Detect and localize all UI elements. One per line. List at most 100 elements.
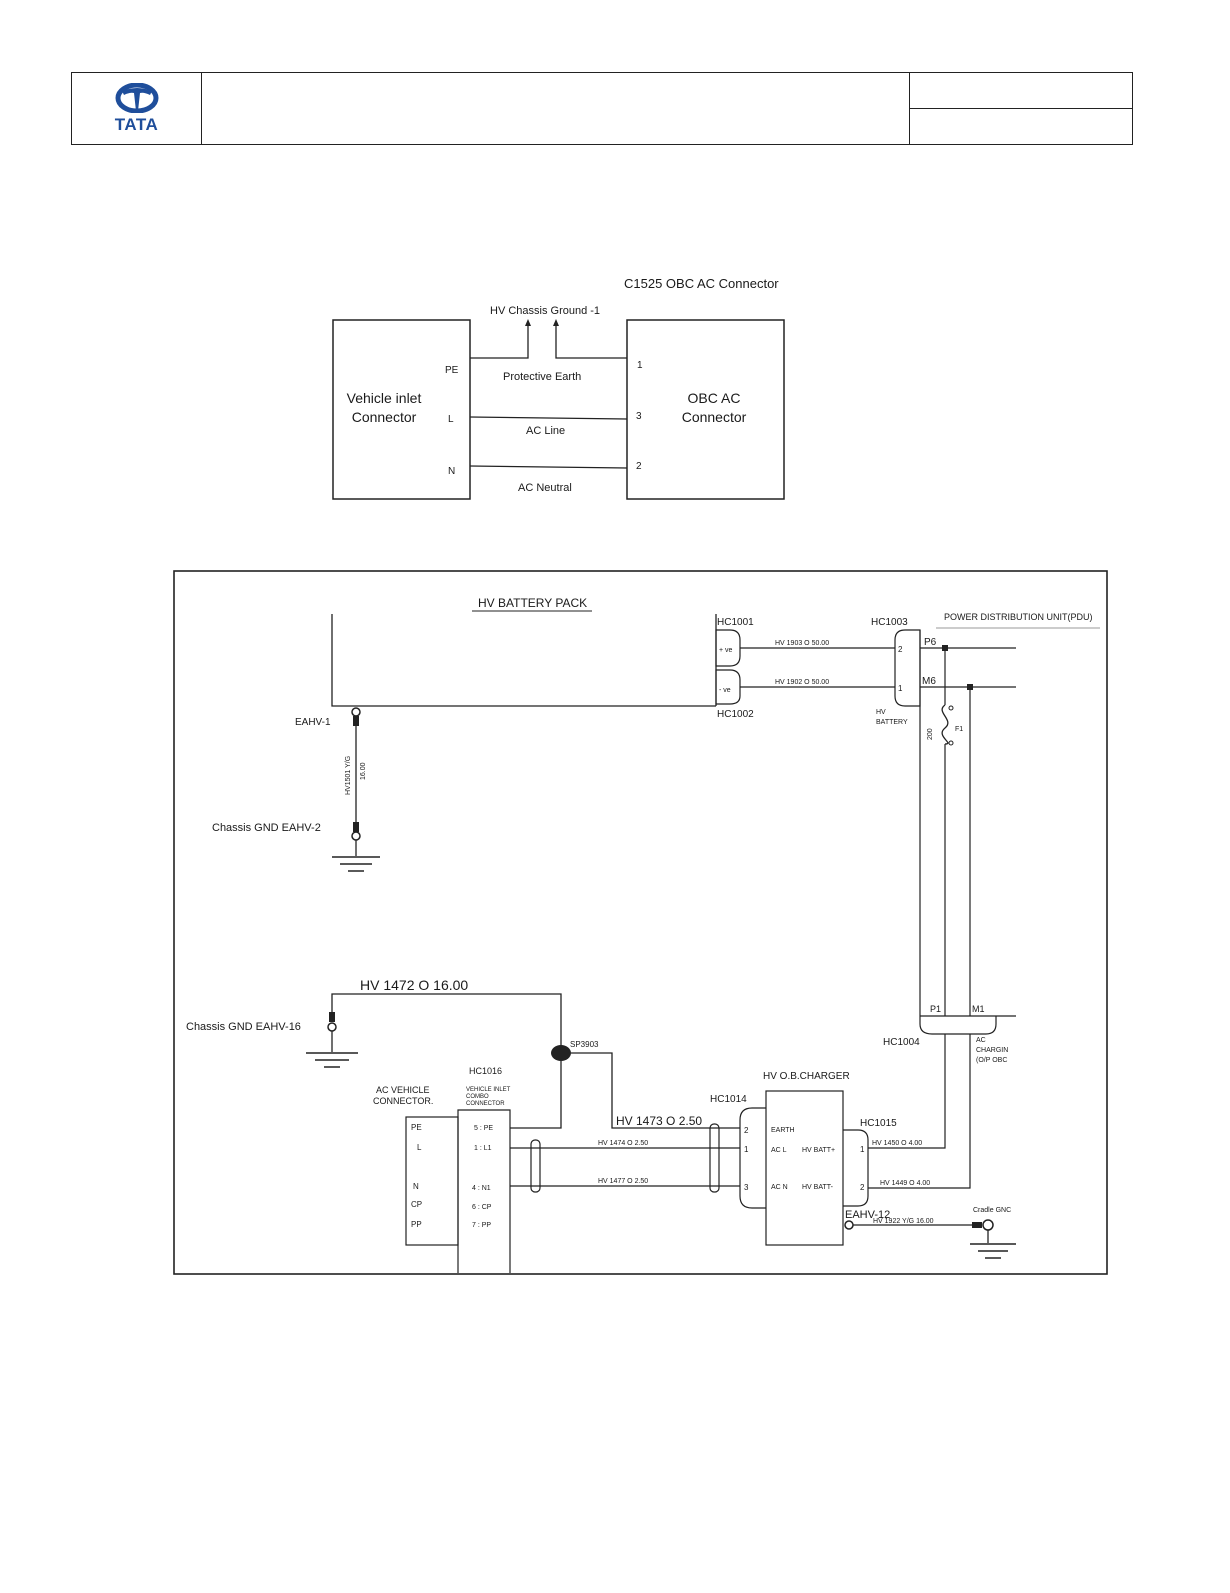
wire-1903-label: HV 1903 O 50.00 <box>775 640 829 647</box>
eahv12-label: EAHV-12 <box>845 1209 890 1221</box>
wire-1449-label: HV 1449 O 4.00 <box>880 1180 930 1187</box>
eahv1-lug <box>353 716 359 726</box>
ac-charging-2: CHARGIN <box>976 1047 1008 1054</box>
left-box-line-1: Vehicle inlet <box>347 390 422 406</box>
left-box-line-2: Connector <box>352 409 417 425</box>
inlet-pin-pe: 5 : PE <box>474 1125 493 1132</box>
hc1014-pin-2: 2 <box>744 1126 749 1135</box>
inlet-combo-2: COMBO <box>466 1094 489 1100</box>
hc1003-pin-2: 2 <box>898 645 903 654</box>
cradle-lug <box>972 1222 982 1228</box>
battery-pack-outline <box>331 614 716 707</box>
eahv1-label: EAHV-1 <box>295 717 331 728</box>
m6-label: M6 <box>922 676 936 687</box>
hc1004-label: HC1004 <box>883 1037 920 1048</box>
obc-ac-n: AC N <box>771 1184 788 1191</box>
header-side-top <box>910 73 1132 109</box>
ground-wire-size: 16.00 <box>360 762 367 780</box>
pe-wire-right <box>555 322 627 359</box>
header-table: TATA <box>71 72 1133 145</box>
hc1014-label: HC1014 <box>710 1094 747 1105</box>
right-pin-3: 3 <box>636 411 642 422</box>
left-pin-l: L <box>448 414 454 425</box>
right-pin-2: 2 <box>636 461 642 472</box>
inlet-combo-1: VEHICLE INLET <box>466 1087 511 1093</box>
right-pin-1: 1 <box>637 360 643 371</box>
block-title: C1525 OBC AC Connector <box>624 276 779 291</box>
right-box-line-2: Connector <box>682 409 747 425</box>
wire-1902-label: HV 1902 O 50.00 <box>775 679 829 686</box>
battery-pack-title: HV BATTERY PACK <box>478 596 587 610</box>
pe-branch <box>510 1061 562 1129</box>
chassis-gnd-2-label: Chassis GND EAHV-2 <box>212 822 321 834</box>
hc1003-connector <box>894 629 921 707</box>
obc-box <box>765 1090 844 1246</box>
pe-wire-left <box>470 322 529 359</box>
hc1014-connector <box>739 1107 766 1209</box>
eahv2-terminal-icon <box>351 831 361 841</box>
obc-label: HV O.B.CHARGER <box>763 1071 850 1082</box>
wire-1477-label: HV 1477 O 2.50 <box>598 1178 648 1185</box>
vehicle-inlet-box <box>332 319 471 500</box>
hc1015-pin-1: 1 <box>860 1145 865 1154</box>
wire-1473-label: HV 1473 O 2.50 <box>616 1114 702 1128</box>
connector-block-diagram: C1525 OBC AC Connector HV Chassis Ground… <box>332 276 785 500</box>
wire-1474-label: HV 1474 O 2.50 <box>598 1140 648 1147</box>
ac-pin-pe: PE <box>411 1123 422 1132</box>
tata-logo-icon <box>115 82 158 113</box>
hv-battery-label-1: HV <box>876 709 886 716</box>
ac-line-wire <box>469 416 628 420</box>
hc1015-connector <box>843 1129 869 1207</box>
obc-ac-l: AC L <box>771 1147 787 1154</box>
inlet-pin-pp: 7 : PP <box>472 1222 491 1229</box>
hc1014-pin-3: 3 <box>744 1183 749 1192</box>
ac-vehicle-connector-1: AC VEHICLE <box>376 1085 430 1095</box>
cradle-gnd-label: Cradle GNC <box>973 1207 1011 1214</box>
ground-wire-label: HV1501 Y/G <box>345 756 352 795</box>
p1-label: P1 <box>930 1004 941 1014</box>
hc1002-label: HC1002 <box>717 709 754 720</box>
ac-pin-cp: CP <box>411 1200 422 1209</box>
eahv12-terminal-icon <box>844 1220 854 1230</box>
wire-1450-label: HV 1450 O 4.00 <box>872 1140 922 1147</box>
fuse-rating: 200 <box>927 728 934 740</box>
wire-1450 <box>868 1034 946 1149</box>
hc1015-label: HC1015 <box>860 1118 897 1129</box>
ac-neutral-wire <box>469 465 628 469</box>
logo-text: TATA <box>114 114 159 134</box>
ac-charging-1: AC <box>976 1037 986 1044</box>
fuse-terminal-top <box>948 705 954 711</box>
right-box-line-1: OBC AC <box>688 390 741 406</box>
left-pin-pe: PE <box>445 365 459 376</box>
plus-ve-label: + ve <box>719 647 733 654</box>
sp3903-label: SP3903 <box>570 1040 599 1049</box>
logo-cell: TATA <box>72 73 202 144</box>
eahv2-lug <box>353 822 359 832</box>
inlet-pin-l1: 1 : L1 <box>474 1145 492 1152</box>
fuse-label: F1 <box>955 726 963 733</box>
ac-pin-pp: PP <box>411 1220 422 1229</box>
hc1001-connector <box>715 629 741 667</box>
shield-right-icon <box>709 1123 720 1193</box>
left-pin-n: N <box>448 466 455 477</box>
ground-arrow-right-icon <box>553 319 559 326</box>
wire-1922-label: HV 1922 Y/G 16.00 <box>873 1218 934 1225</box>
obc-batt-plus: HV BATT+ <box>802 1147 835 1154</box>
wire-1449 <box>868 1034 971 1189</box>
hc1016-connector <box>457 1109 511 1273</box>
ac-charging-3: (O/P OBC <box>976 1057 1007 1064</box>
hc1004-connector <box>919 1016 997 1035</box>
ground-label: HV Chassis Ground -1 <box>490 305 600 317</box>
inlet-combo-3: CONNECTOR <box>466 1101 505 1107</box>
ground-arrow-left-icon <box>525 319 531 326</box>
header-side-cell <box>910 73 1132 144</box>
hc1003-label: HC1003 <box>871 617 908 628</box>
wire-label-neutral: AC Neutral <box>518 482 572 494</box>
eahv16-terminal-icon <box>327 1022 337 1032</box>
inlet-pin-cp: 6 : CP <box>472 1204 492 1211</box>
hc1002-connector <box>715 669 741 705</box>
hc1015-pin-2: 2 <box>860 1183 865 1192</box>
hc1014-pin-1: 1 <box>744 1145 749 1154</box>
wire-label-pe: Protective Earth <box>503 371 581 383</box>
